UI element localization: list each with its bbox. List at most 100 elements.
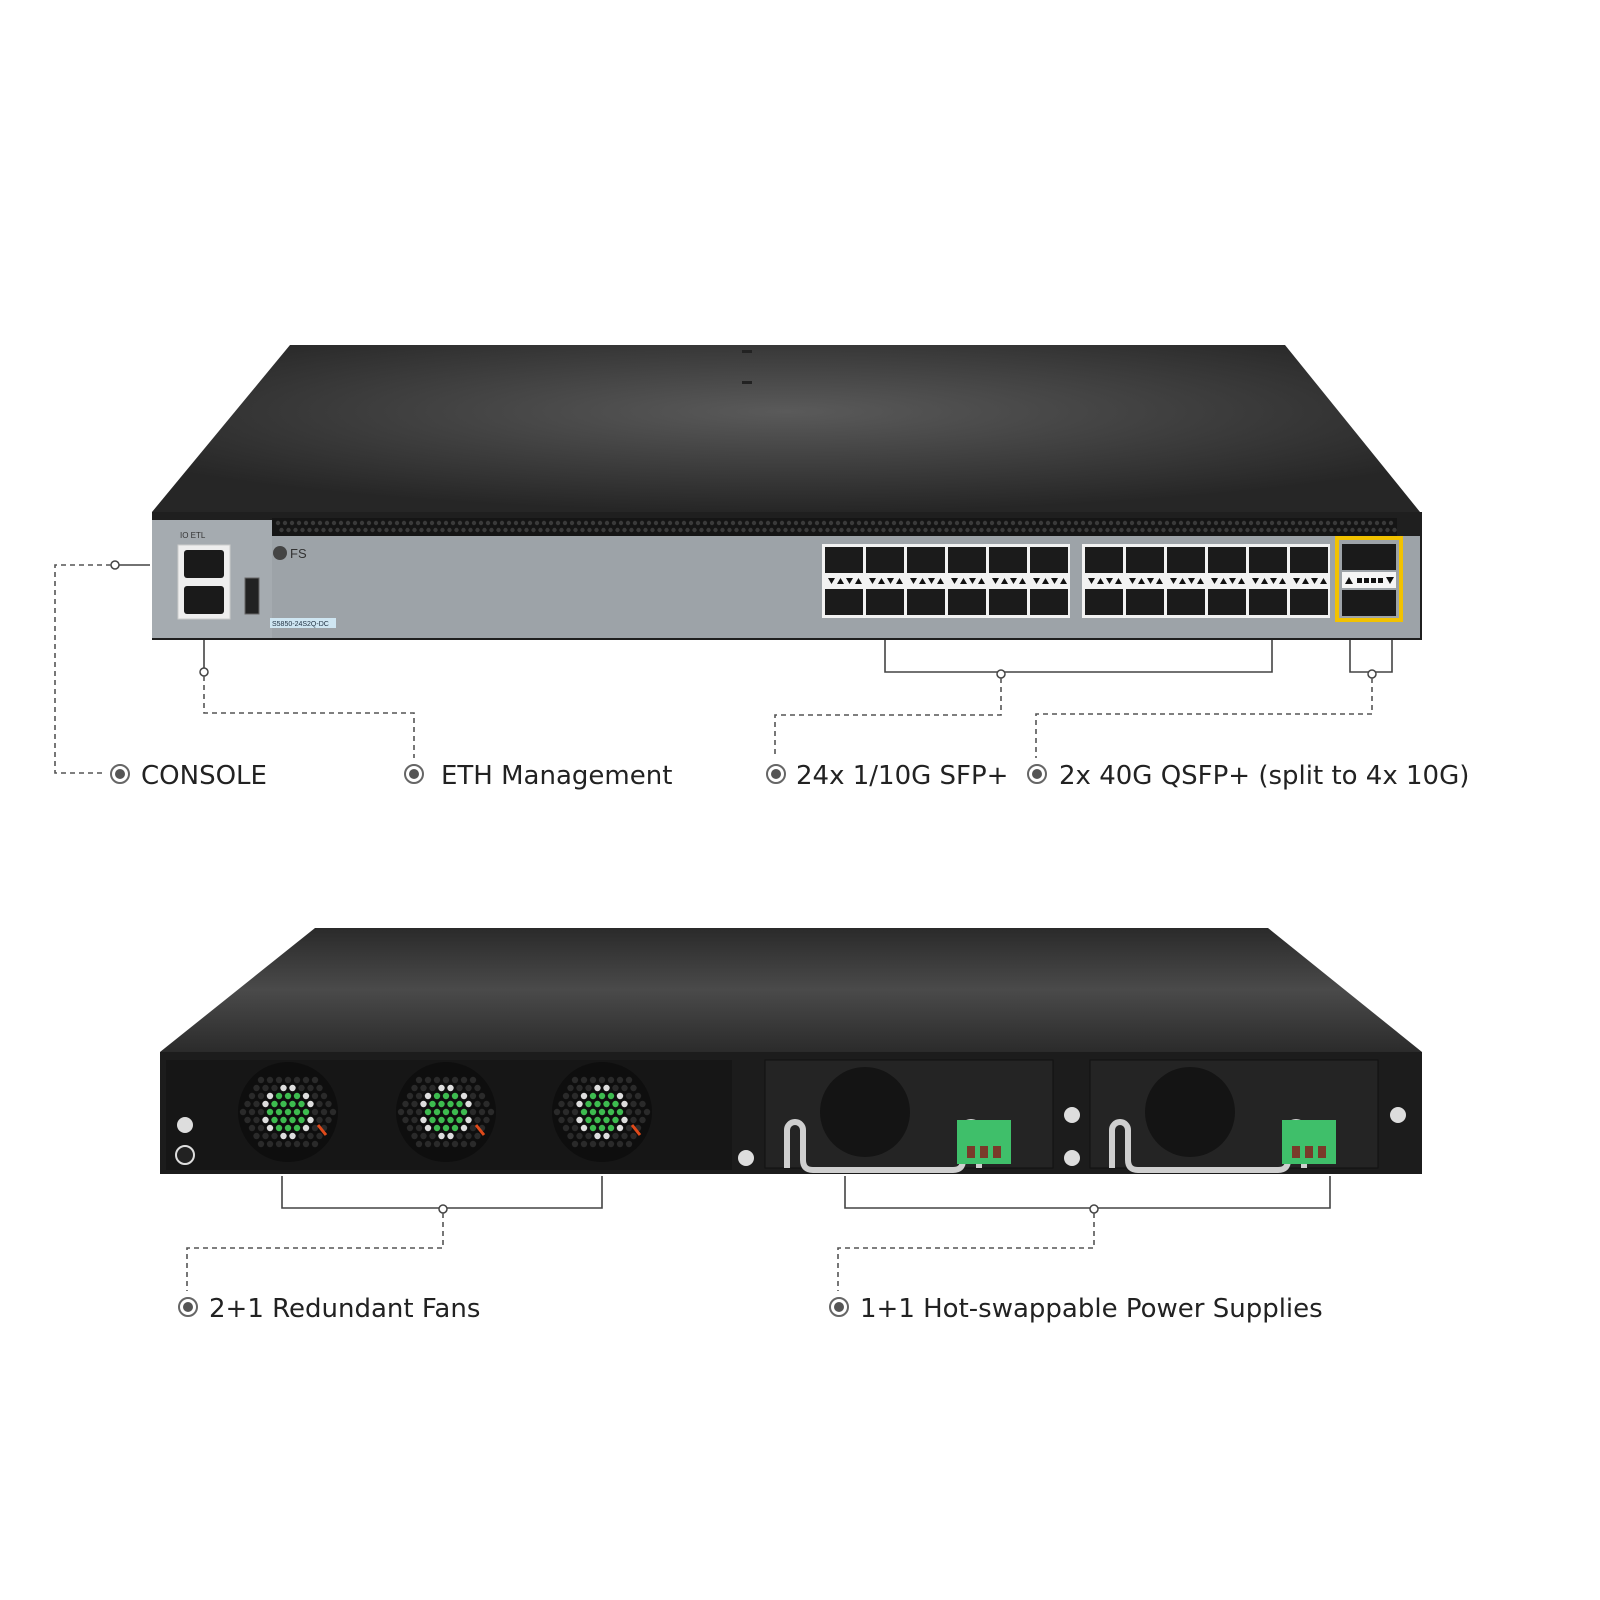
vent-hole xyxy=(387,520,393,526)
sfp-port[interactable] xyxy=(907,547,945,573)
grill-hole xyxy=(625,1076,633,1084)
arrow-up-icon xyxy=(1138,578,1145,584)
vent-hole xyxy=(562,520,568,526)
vent-hole xyxy=(1353,520,1359,526)
brand-name: FS xyxy=(290,546,307,561)
sfp-port[interactable] xyxy=(948,589,986,615)
sfp-port[interactable] xyxy=(1167,547,1205,573)
grill-hole xyxy=(325,1116,332,1124)
vent-hole xyxy=(1161,527,1166,533)
grill-hole xyxy=(442,1092,450,1100)
bracket xyxy=(844,1176,1331,1209)
grill-hole xyxy=(474,1116,481,1124)
arrow-down-icon xyxy=(1010,578,1017,584)
vent-hole xyxy=(349,527,354,533)
grill-hole xyxy=(630,1084,637,1092)
grill-hole xyxy=(415,1140,423,1148)
grill-hole xyxy=(253,1116,260,1124)
sfp-port[interactable] xyxy=(1208,547,1246,573)
sfp-port[interactable] xyxy=(989,589,1027,615)
console-rj45-jack[interactable] xyxy=(184,550,224,578)
grill-hole xyxy=(465,1132,472,1140)
grill-hole xyxy=(275,1140,283,1148)
grill-hole xyxy=(420,1084,427,1092)
grill-hole xyxy=(316,1132,323,1140)
sfp-port[interactable] xyxy=(1208,589,1246,615)
vent-hole xyxy=(968,520,974,526)
vent-hole xyxy=(867,527,872,533)
sfp-port[interactable] xyxy=(1167,589,1205,615)
arrow-up-icon xyxy=(919,578,926,584)
grill-hole xyxy=(289,1116,296,1124)
sfp-port[interactable] xyxy=(1249,589,1287,615)
grill-hole xyxy=(257,1140,265,1148)
qsfp-port-2[interactable] xyxy=(1342,590,1396,616)
sfp-port[interactable] xyxy=(948,547,986,573)
vent-hole xyxy=(786,520,792,526)
vent-hole xyxy=(828,520,834,526)
grill-hole xyxy=(474,1100,481,1108)
vent-hole xyxy=(814,520,820,526)
grill-hole xyxy=(266,1124,274,1132)
vent-hole xyxy=(944,527,949,533)
vent-hole xyxy=(902,527,907,533)
grill-hole xyxy=(483,1116,490,1124)
grill-hole xyxy=(406,1124,414,1132)
vent-hole xyxy=(583,520,589,526)
grill-hole xyxy=(253,1100,260,1108)
sfp-port[interactable] xyxy=(825,589,863,615)
vent-hole xyxy=(293,527,298,533)
sfp-port[interactable] xyxy=(1085,589,1123,615)
grill-hole xyxy=(262,1100,269,1108)
grill-hole xyxy=(603,1132,610,1140)
grill-hole xyxy=(239,1108,247,1116)
sfp-port[interactable] xyxy=(1126,547,1164,573)
sfp-port[interactable] xyxy=(1126,589,1164,615)
grill-hole xyxy=(424,1124,432,1132)
sfp-port[interactable] xyxy=(866,589,904,615)
callout-label: 1+1 Hot-swappable Power Supplies xyxy=(860,1294,1323,1324)
vent-hole xyxy=(1024,520,1030,526)
vent-hole xyxy=(797,527,802,533)
grill-hole xyxy=(298,1132,305,1140)
sfp-port[interactable] xyxy=(866,547,904,573)
sfp-port[interactable] xyxy=(1085,547,1123,573)
vent-hole xyxy=(653,520,659,526)
vent-hole xyxy=(965,527,970,533)
vent-hole xyxy=(1262,520,1268,526)
sfp-port[interactable] xyxy=(907,589,945,615)
vent-hole xyxy=(415,520,421,526)
logo-mark xyxy=(273,546,287,560)
vent-hole xyxy=(1287,527,1292,533)
grill-hole xyxy=(612,1084,619,1092)
sfp-port[interactable] xyxy=(989,547,1027,573)
sfp-port[interactable] xyxy=(825,547,863,573)
grill-hole xyxy=(630,1116,637,1124)
grill-hole xyxy=(603,1084,610,1092)
arrow-up-icon xyxy=(1019,578,1026,584)
sfp-port[interactable] xyxy=(1249,547,1287,573)
grill-hole xyxy=(580,1108,588,1116)
vent-hole xyxy=(335,527,340,533)
terminal-screw xyxy=(1305,1146,1313,1158)
callout-label: ETH Management xyxy=(441,761,672,791)
grill-hole xyxy=(603,1116,610,1124)
sfp-port[interactable] xyxy=(1290,589,1328,615)
vent-hole xyxy=(1332,520,1338,526)
vent-hole xyxy=(317,520,323,526)
vent-hole xyxy=(1129,520,1135,526)
eth-management-rj45-jack[interactable] xyxy=(184,586,224,614)
grill-hole xyxy=(460,1108,468,1116)
usb-port[interactable] xyxy=(244,577,260,615)
sfp-port[interactable] xyxy=(1030,589,1068,615)
vent-hole xyxy=(615,527,620,533)
sfp-port[interactable] xyxy=(1030,547,1068,573)
grill-hole xyxy=(293,1108,301,1116)
sfp-port-group xyxy=(822,544,1330,618)
grill-hole xyxy=(433,1108,441,1116)
grill-hole xyxy=(320,1092,328,1100)
vent-hole xyxy=(1357,527,1362,533)
sfp-port[interactable] xyxy=(1290,547,1328,573)
callout-console: CONSOLE xyxy=(54,560,267,791)
qsfp-port-1[interactable] xyxy=(1342,544,1396,570)
